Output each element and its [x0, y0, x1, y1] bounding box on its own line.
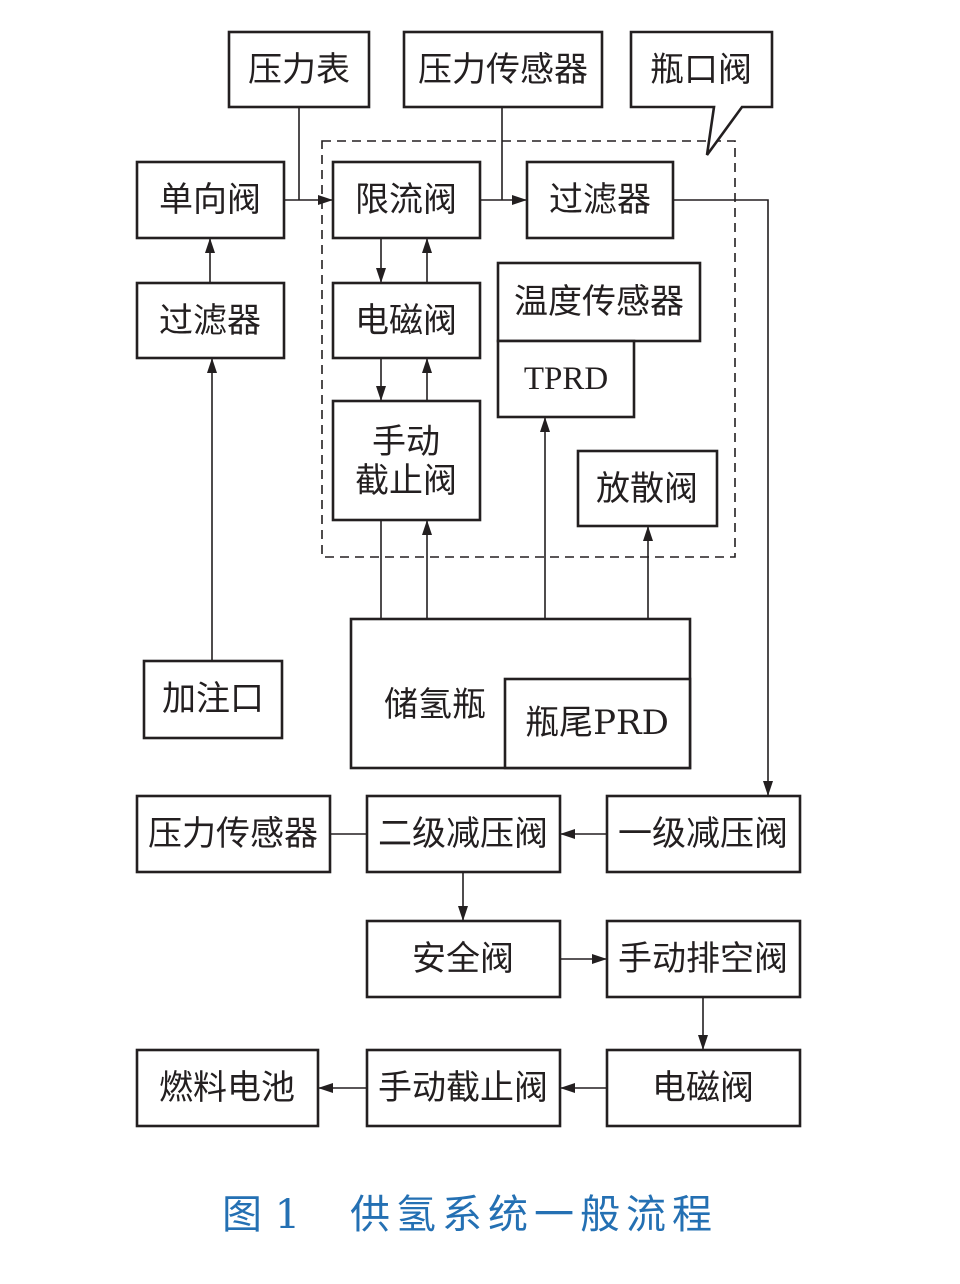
filter-left-box [135, 281, 286, 360]
pressure-gauge-label: 压力表 [248, 50, 350, 90]
flow-limit-valve-box [331, 160, 482, 240]
vent-valve-label: 放散阀 [596, 469, 698, 509]
vent-valve-box [576, 449, 719, 528]
pressure-sensor-top-label: 压力传感器 [418, 50, 588, 90]
fill-port-label: 加注口 [162, 679, 264, 719]
check-valve-box [135, 160, 286, 240]
temperature-sensor-label: 温度传感器 [514, 282, 684, 322]
fill-port-node: 加注口 [142, 659, 284, 740]
bottle-valve-callout-bubble [629, 30, 774, 156]
fuel-cell-node: 燃料电池 [135, 1048, 320, 1128]
temperature-sensor-node: 温度传感器 [496, 261, 702, 343]
storage-tank-node: 储氢瓶 瓶尾PRD [349, 617, 692, 770]
pressure-gauge-box [227, 30, 371, 109]
safety-valve-label: 安全阀 [412, 939, 514, 979]
pressure-sensor-bottom-box [135, 794, 332, 874]
figure-caption-label: 图 1 [222, 1192, 300, 1238]
manual-shutoff-valve-top-box [331, 399, 482, 522]
filter-top-label: 过滤器 [549, 180, 651, 220]
primary-regulator-box [605, 794, 802, 874]
tail-prd-label: 瓶尾PRD [525, 703, 669, 743]
manual-shutoff-valve-bottom-node: 手动截止阀 [365, 1048, 562, 1128]
fuel-cell-label: 燃料电池 [159, 1068, 295, 1108]
fill-port-box [142, 659, 284, 740]
filter-top-node: 过滤器 [525, 160, 675, 240]
solenoid-valve-top-node: 电磁阀 [331, 281, 482, 360]
bottle-valve-boundary [321, 140, 736, 558]
solenoid-valve-bottom-label: 电磁阀 [652, 1068, 754, 1108]
manual-vent-valve-label: 手动排空阀 [618, 939, 788, 979]
vent-valve-node: 放散阀 [576, 449, 719, 528]
filter-top-box [525, 160, 675, 240]
secondary-regulator-box [365, 794, 562, 874]
bottle-valve-label: 瓶口阀 [650, 50, 752, 90]
primary-regulator-node: 一级减压阀 [605, 794, 802, 874]
secondary-regulator-node: 二级减压阀 [365, 794, 562, 874]
pressure-sensor-top-box [402, 30, 604, 109]
flow-limit-valve-label: 限流阀 [355, 180, 457, 220]
tprd-node: TPRD [496, 339, 636, 419]
tprd-label: TPRD [524, 361, 608, 397]
primary-regulator-label: 一级减压阀 [618, 814, 788, 854]
pressure-sensor-bottom-node: 压力传感器 [135, 794, 332, 874]
filter-left-label: 过滤器 [159, 301, 261, 341]
check-valve-label: 单向阀 [159, 180, 261, 220]
fuel-cell-box [135, 1048, 320, 1128]
check-valve-node: 单向阀 [135, 160, 286, 240]
manual-vent-valve-node: 手动排空阀 [605, 919, 802, 999]
manual-shutoff-valve-bottom-box [365, 1048, 562, 1128]
arrow-filter-to-primary-regulator [673, 199, 773, 796]
manual-shutoff-valve-top-node: 手动 截止阀 [331, 399, 482, 522]
secondary-regulator-label: 二级减压阀 [378, 814, 548, 854]
tprd-box [496, 339, 636, 419]
solenoid-valve-bottom-node: 电磁阀 [605, 1048, 802, 1128]
manual-shutoff-valve-bottom-label: 手动截止阀 [378, 1068, 548, 1108]
manual-shutoff-valve-top-label-line2: 截止阀 [355, 461, 457, 501]
pressure-gauge-node: 压力表 [227, 30, 371, 109]
bottle-valve-callout: 瓶口阀 [629, 30, 774, 156]
figure-caption: 图 1 供氢系统一般流程 [222, 1192, 718, 1238]
manual-shutoff-valve-top-label-line1: 手动 [372, 422, 440, 462]
filter-left-node: 过滤器 [135, 281, 286, 360]
flow-limit-valve-node: 限流阀 [331, 160, 482, 240]
safety-valve-box [365, 919, 562, 999]
manual-vent-valve-box [605, 919, 802, 999]
temperature-sensor-box [496, 261, 702, 343]
pressure-sensor-top-node: 压力传感器 [402, 30, 604, 109]
solenoid-valve-top-label: 电磁阀 [355, 301, 457, 341]
solenoid-valve-top-box [331, 281, 482, 360]
storage-tank-label: 储氢瓶 [384, 685, 486, 725]
safety-valve-node: 安全阀 [365, 919, 562, 999]
tail-prd-box [503, 677, 692, 770]
pressure-sensor-bottom-label: 压力传感器 [148, 814, 318, 854]
solenoid-valve-bottom-box [605, 1048, 802, 1128]
figure-caption-title: 供氢系统一般流程 [350, 1192, 718, 1238]
